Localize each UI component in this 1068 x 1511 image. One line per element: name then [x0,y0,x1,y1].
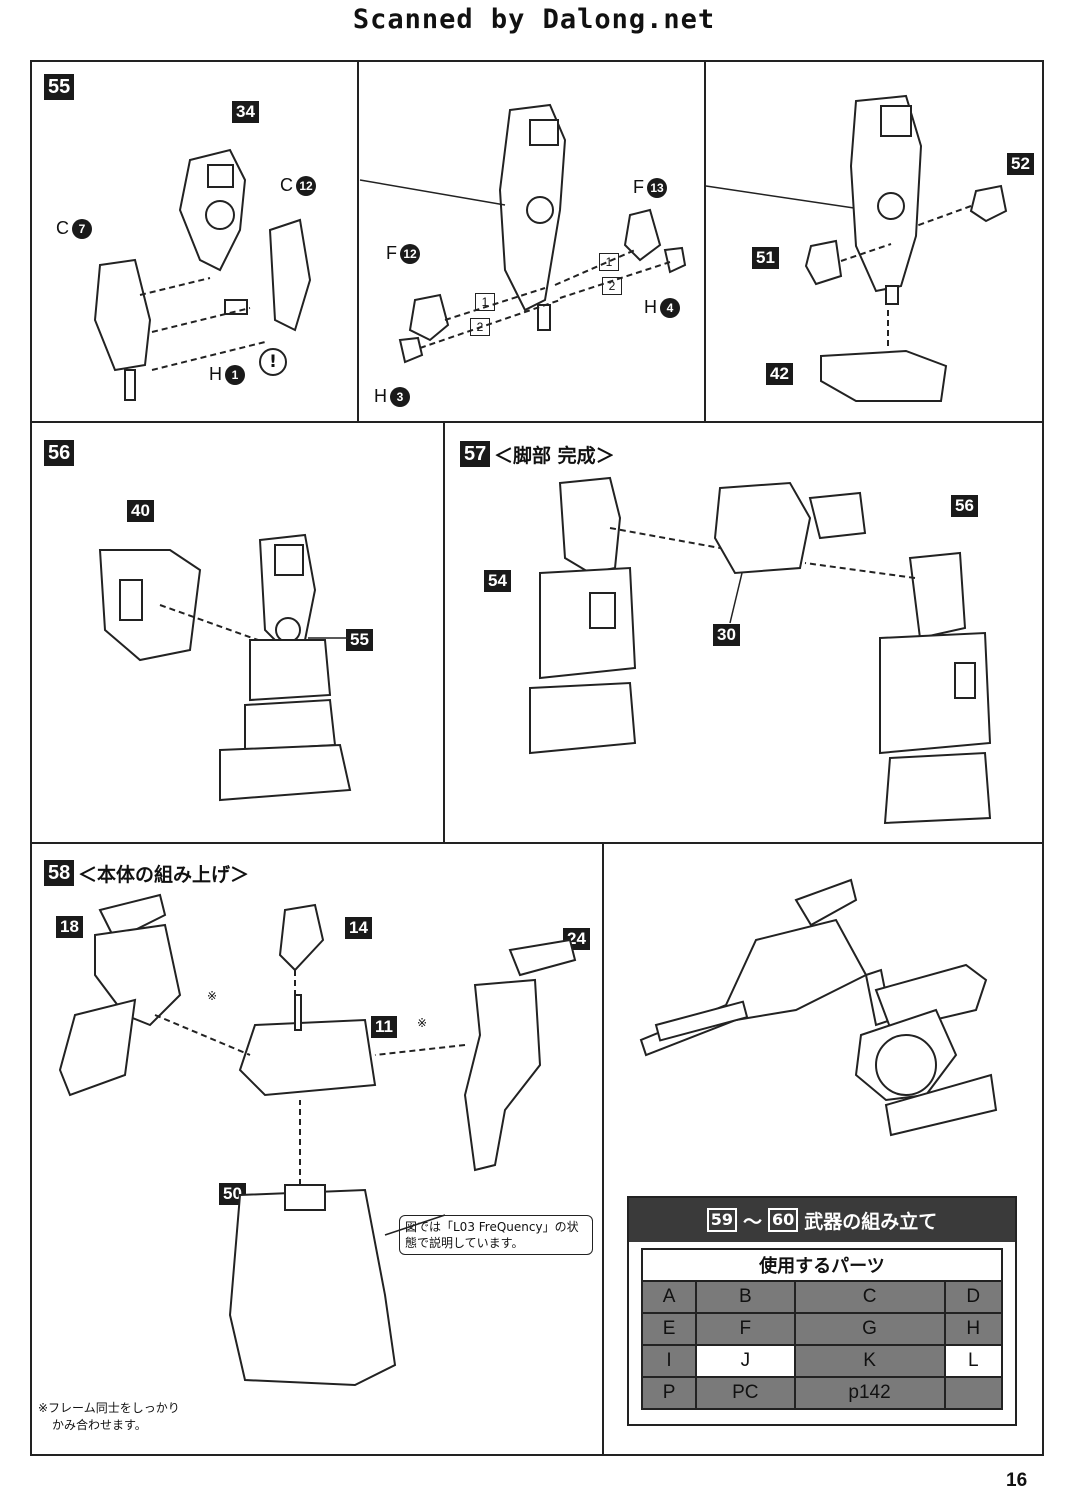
footnote-line-1: ※フレーム同士をしっかり [38,1401,180,1415]
step-58-badge: 58 [44,860,75,886]
used-parts-subheader: 使用するパーツ [641,1248,1003,1280]
step-55-middle-illustration [359,103,687,364]
divider [443,422,445,842]
step-58-title: ＜本体の組み上げ＞ [78,864,250,886]
divider [602,843,604,1455]
part-number-56: 56 [951,495,978,517]
divider [704,62,706,422]
part-number-11: 11 [371,1016,397,1038]
step-57-title: ＜脚部 完成＞ [494,445,615,467]
parts-cell: E [640,1312,698,1346]
order-marker-1: 1 [475,293,495,311]
reference-mark: ※ [207,989,218,1003]
footnote-line-2: かみ合わせます。 [52,1418,147,1432]
part-number-54: 54 [484,570,511,592]
part-number-18: 18 [56,916,83,938]
part-number-52: 52 [1007,153,1034,175]
parts-cell: B [695,1280,796,1314]
parts-cell: A [640,1280,698,1314]
weapons-header: 59 ～ 60 武器の組み立て [629,1198,1015,1242]
part-number-42: 42 [766,363,793,385]
parts-cell [943,1376,1004,1410]
page-number: 16 [1006,1470,1028,1491]
parts-cell: F [695,1312,796,1346]
parts-cell: p142 [793,1376,946,1410]
step-57-badge: 57 [460,441,491,467]
step-55-badge: 55 [44,74,75,100]
step-57-illustration [529,476,992,825]
parts-cell: P [640,1376,698,1410]
step-59-badge: 59 [706,1208,737,1232]
callout-note: 図では「L03 FreQuency」の状態で説明しています。 [399,1215,593,1255]
parts-cell: C [793,1280,946,1314]
reference-mark: ※ [417,1016,428,1030]
parts-cell: D [943,1280,1004,1314]
parts-cell: K [793,1344,946,1378]
step-60-badge: 60 [768,1208,799,1232]
order-marker-1: 1 [599,253,619,271]
parts-cell: J [695,1344,796,1378]
part-number-30: 30 [713,624,740,646]
caution-icon: ! [259,348,287,376]
parts-cell: I [640,1344,698,1378]
step-55-left-illustration [93,148,312,401]
parts-cell: H [943,1312,1004,1346]
parts-cell: PC [695,1376,796,1410]
step-range-separator: ～ [742,1210,762,1233]
parts-cell: L [943,1344,1004,1378]
divider [32,421,1042,423]
part-number-51: 51 [752,247,779,269]
step-55-right-illustration [705,94,1008,402]
part-number-14: 14 [345,917,372,939]
instruction-frame [30,60,1044,1456]
part-number-34: 34 [232,101,259,123]
step-56-badge: 56 [44,440,75,466]
part-number-55: 55 [346,629,373,651]
parts-cell: G [793,1312,946,1346]
part-number-40: 40 [127,500,154,522]
step-58-illustration [58,893,577,1387]
scan-credit: Scanned by Dalong.net [352,4,716,35]
divider [357,62,359,422]
step-56-illustration [98,533,352,802]
divider [32,842,1042,844]
order-marker-2: 2 [602,277,622,295]
weapons-header-title: 武器の組み立て [804,1210,938,1233]
weapons-illustration [639,878,998,1137]
